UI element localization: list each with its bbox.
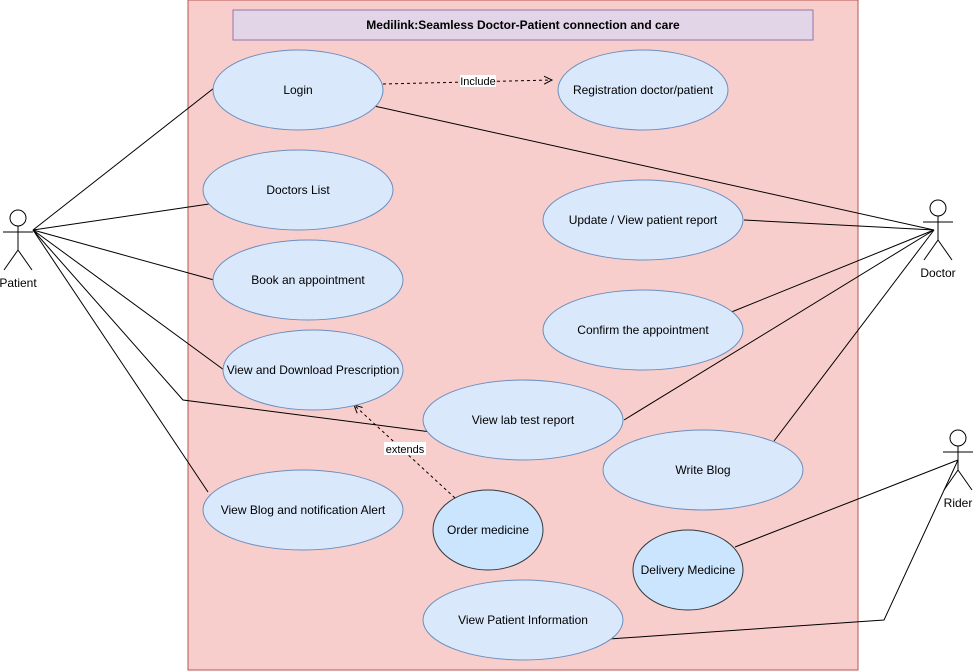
title-box [232,9,814,41]
patient-prescription-line [32,229,225,371]
usecase-patient-info-label: View Patient Information [458,613,588,627]
include-label: Include [460,76,495,88]
usecase-update-report-label: Update / View patient report [569,213,718,227]
actor-rider-head [949,429,967,447]
doctor-update-report-line [743,219,935,231]
actor-doctor-head [929,199,947,217]
doctor-login-line [373,105,935,231]
usecase-order-medicine[interactable]: Order medicine [432,489,544,571]
usecase-delivery-medicine[interactable]: Delivery Medicine [632,529,744,611]
include-label-bg [460,75,496,87]
rider-delivery-line [734,459,959,548]
usecase-delivery-medicine-label: Delivery Medicine [641,563,736,577]
actor-patient[interactable] [3,209,33,271]
usecase-confirm-appointment-label: Confirm the appointment [577,323,709,337]
usecase-registration-label: Registration doctor/patient [573,83,714,97]
usecase-prescription-label: View and Download Prescription [227,363,400,377]
diagram-title: Medilink:Seamless Doctor-Patient connect… [366,18,680,32]
usecase-login[interactable]: Login [212,49,384,131]
usecase-doctors-list[interactable]: Doctors List [202,149,394,231]
doctor-write-blog-line [773,229,935,442]
usecase-book-appointment-label: Book an appointment [251,273,365,287]
usecase-login-label: Login [283,83,312,97]
rider-patient-info-line [608,459,959,640]
actor-patient-head [9,209,27,227]
usecase-order-medicine-label: Order medicine [447,523,529,537]
doctor-associations [373,105,935,442]
extends-label-bg [384,442,426,455]
usecase-registration[interactable]: Registration doctor/patient [557,49,729,131]
usecase-confirm-appointment[interactable]: Confirm the appointment [542,289,744,371]
patient-lab-report-line [32,229,432,433]
patient-associations [32,87,432,493]
usecase-lab-report-label: View lab test report [472,413,575,427]
actor-doctor-label: Doctor [920,266,955,280]
usecase-write-blog-label: Write Blog [675,463,730,477]
doctor-confirm-line [728,229,935,314]
doctor-lab-report-line [623,229,935,421]
extends-label: extends [386,444,425,456]
usecase-prescription[interactable]: View and Download Prescription [222,329,404,411]
patient-login-line [32,87,215,231]
usecase-doctors-list-label: Doctors List [266,183,330,197]
usecase-blog-alert-label: View Blog and notification Alert [221,503,386,517]
actor-patient-label: Patient [0,276,37,290]
usecase-write-blog[interactable]: Write Blog [602,429,804,511]
patient-doctors-list-line [32,203,210,231]
usecase-blog-alert[interactable]: View Blog and notification Alert [202,469,404,551]
patient-book-line [32,229,215,281]
actor-doctor[interactable] [923,199,953,261]
usecase-lab-report[interactable]: View lab test report [422,379,624,461]
actor-rider-label: Rider [944,496,973,510]
usecase-patient-info[interactable]: View Patient Information [422,579,624,661]
usecase-update-report[interactable]: Update / View patient report [542,179,744,261]
usecase-book-appointment[interactable]: Book an appointment [212,239,404,321]
patient-blog-line [32,229,209,493]
actor-rider[interactable] [943,429,973,491]
rider-associations [608,459,959,640]
